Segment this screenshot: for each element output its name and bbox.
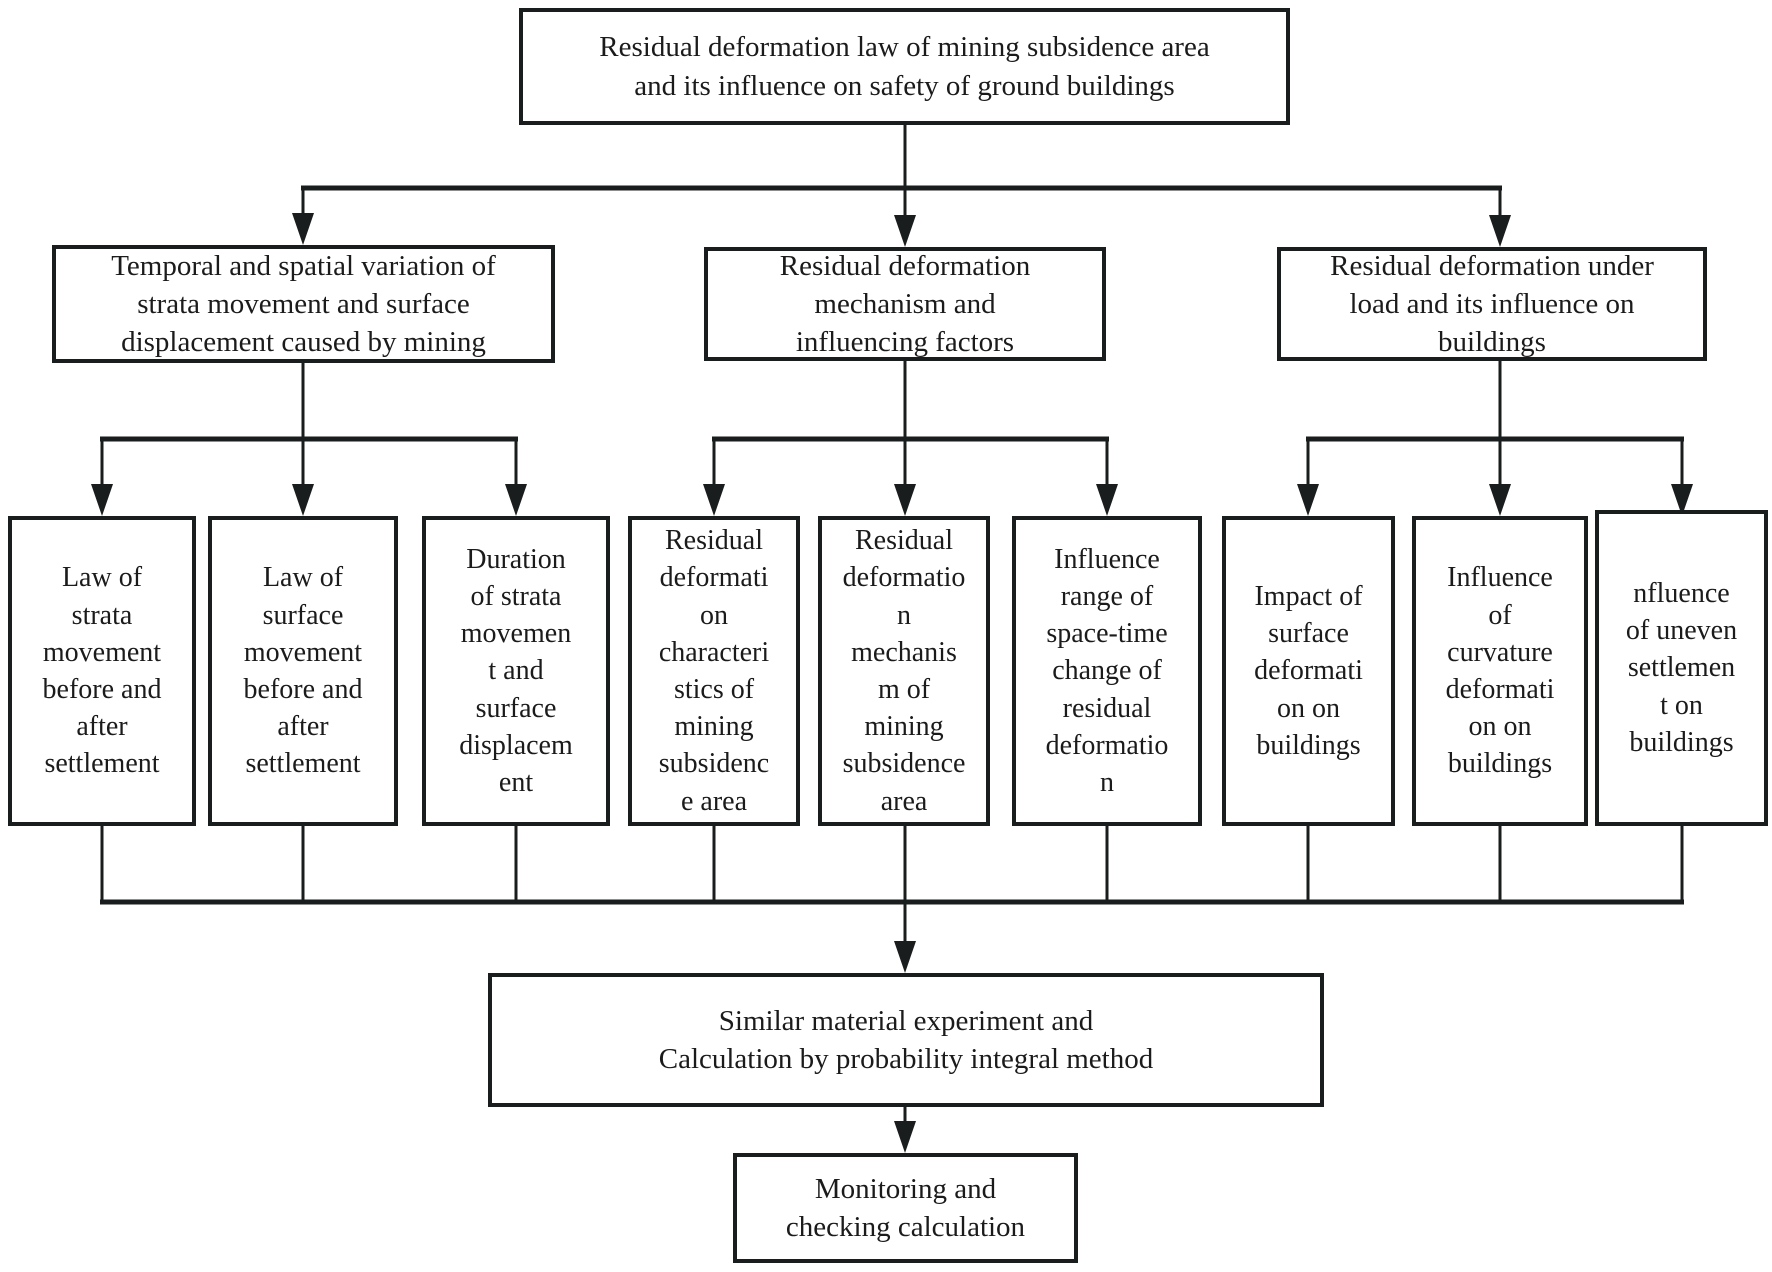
arrowhead-box8	[1489, 484, 1511, 516]
box-impact-surface-deformation: Impact of surface deformati on on buildi…	[1222, 516, 1395, 826]
box-deformation-under-load: Residual deformation under load and its …	[1277, 247, 1707, 361]
arrowhead-box2	[292, 484, 314, 516]
box-temporal-spatial-variation: Temporal and spatial variation of strata…	[52, 245, 555, 363]
arrowhead-box9	[1671, 484, 1693, 516]
arrowhead-monitoring	[894, 1121, 916, 1153]
arrowhead-box5	[894, 484, 916, 516]
arrowhead-level2-left	[292, 213, 314, 245]
arrowhead-box4	[703, 484, 725, 516]
arrowhead-box7	[1297, 484, 1319, 516]
box-mechanism-and-factors: Residual deformation mechanism and influ…	[704, 247, 1106, 361]
box-deformation-mechanism: Residual deformatio n mechanis m of mini…	[818, 516, 990, 826]
arrowhead-experiment	[894, 941, 916, 973]
arrowhead-level2-mid	[894, 215, 916, 247]
arrowhead-level2-right	[1489, 215, 1511, 247]
arrowhead-box6	[1096, 484, 1118, 516]
box-similar-material-experiment: Similar material experiment and Calculat…	[488, 973, 1324, 1107]
box-root: Residual deformation law of mining subsi…	[519, 8, 1290, 125]
box-duration-movement: Duration of strata movemen t and surface…	[422, 516, 610, 826]
box-influence-curvature: Influence of curvature deformati on on b…	[1412, 516, 1588, 826]
box-influence-range: Influence range of space-time change of …	[1012, 516, 1202, 826]
box-monitoring-checking: Monitoring and checking calculation	[733, 1153, 1078, 1263]
box-influence-uneven-settlement: nfluence of uneven settlemen t on buildi…	[1595, 510, 1768, 826]
box-law-strata-movement: Law of strata movement before and after …	[8, 516, 196, 826]
box-law-surface-movement: Law of surface movement before and after…	[208, 516, 398, 826]
arrowhead-box3	[505, 484, 527, 516]
box-deformation-characteristics: Residual deformati on characteri stics o…	[628, 516, 800, 826]
arrowhead-box1	[91, 484, 113, 516]
